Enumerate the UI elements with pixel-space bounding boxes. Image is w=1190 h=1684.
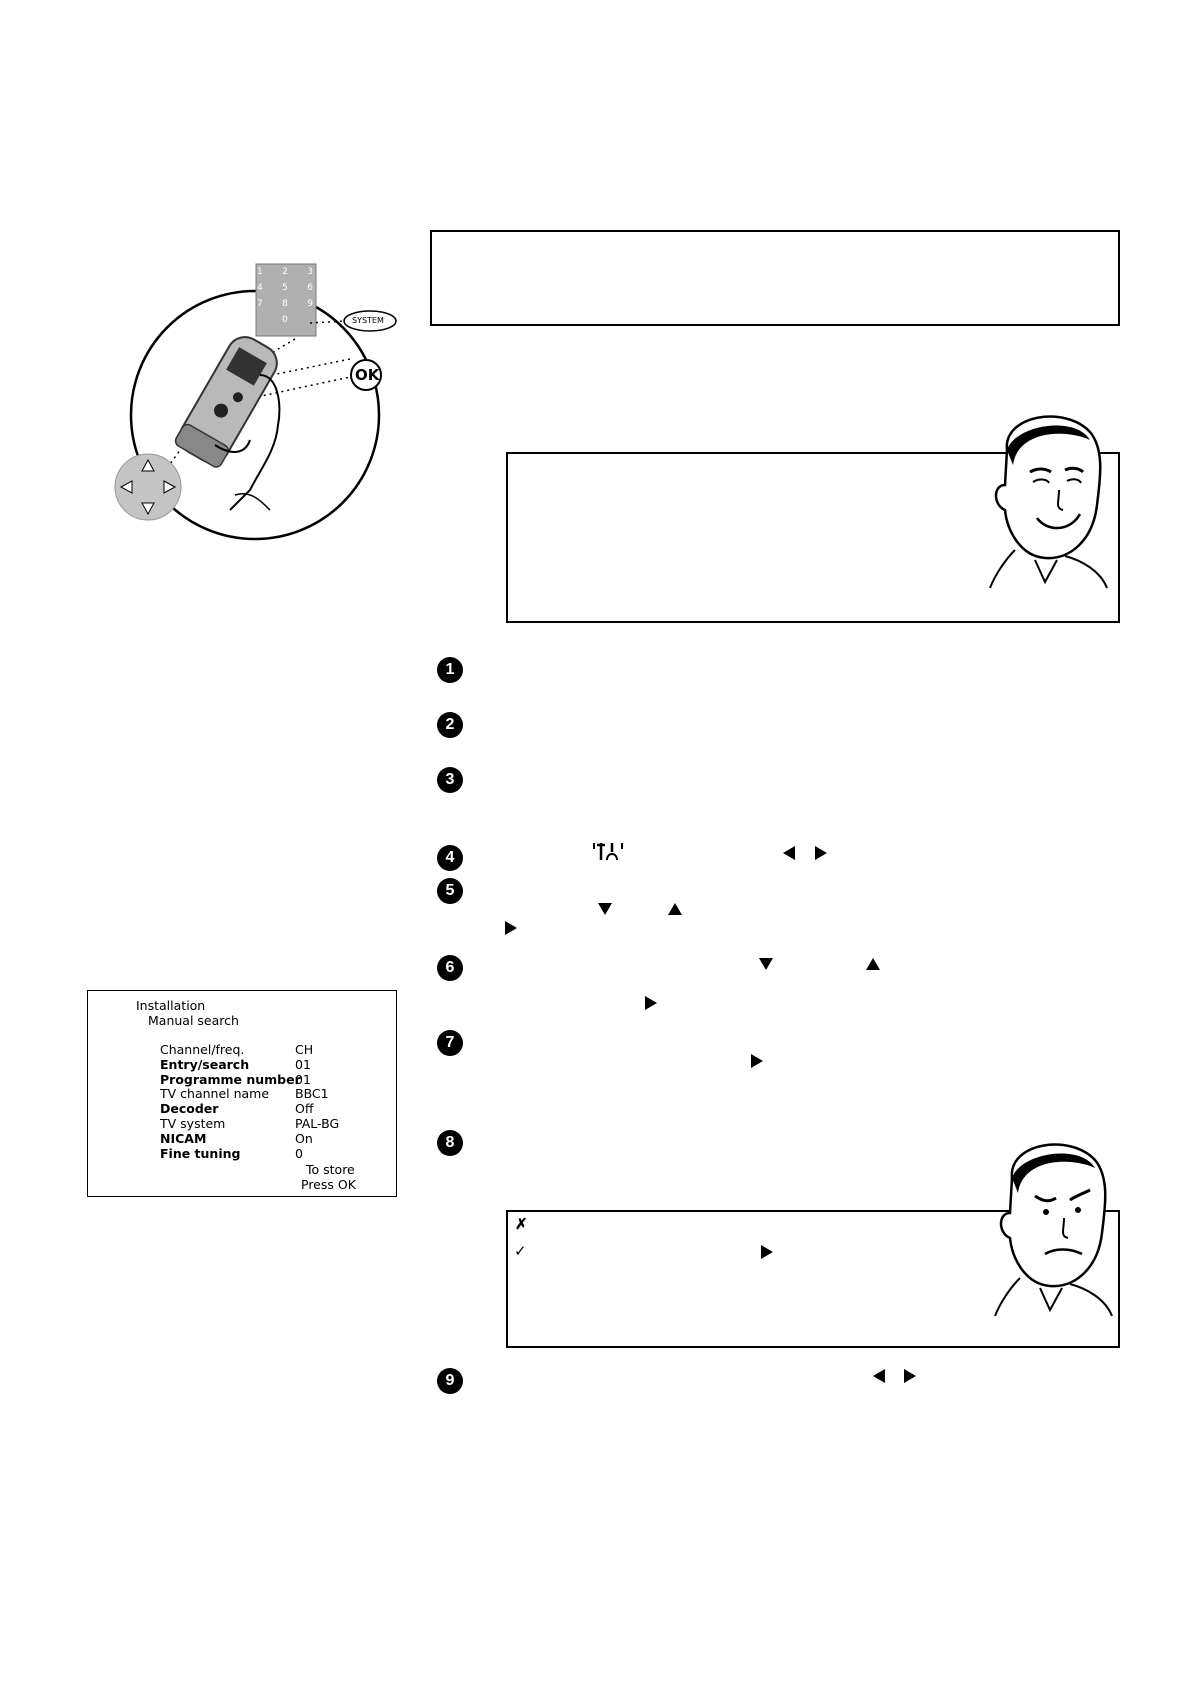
left-arrow-icon [783, 846, 795, 860]
menu-row-label: Fine tuning [160, 1145, 241, 1161]
check-mark-icon: ✓ [514, 1243, 527, 1260]
menu-row-value: On [295, 1130, 313, 1146]
smiling-face-icon [989, 415, 1108, 589]
key-4: 4 [257, 283, 263, 293]
menu-row-label: Entry/search [160, 1056, 250, 1072]
right-arrow-icon [751, 1054, 763, 1068]
menu-row-value: 01 [295, 1056, 311, 1072]
menu-row-value: PAL-BG [295, 1115, 340, 1131]
ok-callout-label: OK [355, 366, 380, 384]
down-arrow-icon [598, 903, 612, 915]
menu-row-label: TV channel name [160, 1086, 270, 1102]
menu-row: TV system PAL-BG [160, 1115, 340, 1132]
menu-row: Programme number 01 [160, 1071, 339, 1088]
menu-row: Decoder Off [160, 1101, 339, 1117]
key-7: 7 [257, 299, 263, 309]
setup-tools-icon [593, 843, 623, 861]
menu-footer-line2: Press OK [301, 1177, 356, 1192]
menu-row-label: Programme number [160, 1071, 301, 1087]
step-4-badge: 4 [437, 845, 463, 871]
step-8-badge: 8 [437, 1130, 463, 1156]
right-arrow-icon [505, 921, 517, 935]
menu-subtitle: Manual search [148, 1013, 239, 1028]
menu-row-label: TV system [160, 1115, 226, 1131]
cross-mark-icon: ✗ [515, 1216, 528, 1233]
down-arrow-icon [759, 958, 773, 970]
step-1-badge: 1 [437, 657, 463, 683]
menu-row-label: Decoder [160, 1101, 219, 1117]
key-1: 1 [257, 267, 263, 277]
step-3-badge: 3 [437, 767, 463, 793]
title-box [430, 230, 1120, 326]
menu-row-label: Channel/freq. [160, 1042, 245, 1057]
keypad: 1 2 3 4 5 6 7 8 9 0 [257, 267, 313, 325]
right-arrow-icon [904, 1369, 916, 1383]
key-0: 0 [282, 315, 288, 325]
menu-footer-line1: To store [306, 1162, 355, 1177]
step-5-badge: 5 [437, 878, 463, 904]
menu-row-value: BBC1 [295, 1086, 329, 1102]
up-arrow-icon [668, 903, 682, 915]
key-8: 8 [282, 299, 288, 309]
step-2-badge: 2 [437, 712, 463, 738]
left-arrow-icon [873, 1369, 885, 1383]
menu-row-value: 0 [295, 1145, 303, 1161]
step-7-badge: 7 [437, 1030, 463, 1056]
remote-control-illustration [114, 263, 397, 541]
menu-row-value: 01 [295, 1071, 311, 1087]
step-9-badge: 9 [437, 1368, 463, 1394]
menu-row-value: Off [295, 1101, 314, 1117]
system-callout-label: SYSTEM [352, 316, 384, 325]
up-arrow-icon [866, 958, 880, 970]
menu-row: Fine tuning 0 [160, 1145, 339, 1162]
key-3: 3 [307, 267, 313, 277]
menu-title: Installation [136, 998, 206, 1013]
right-arrow-icon [761, 1245, 773, 1259]
tv-screen-menu: Installation Manual search Channel/freq.… [87, 990, 397, 1197]
key-9: 9 [307, 299, 313, 309]
key-5: 5 [282, 283, 288, 293]
right-arrow-icon [645, 996, 657, 1010]
menu-row: Entry/search 01 [160, 1056, 339, 1073]
right-arrow-icon [815, 846, 827, 860]
menu-row: TV channel name BBC1 [160, 1087, 339, 1102]
menu-row: Channel/freq. CH [160, 1042, 339, 1058]
menu-row-label: NICAM [160, 1130, 207, 1146]
step-6-badge: 6 [437, 955, 463, 981]
worried-face-icon [994, 1143, 1113, 1317]
menu-rows: Channel/freq. CH Entry/search 01 Program… [160, 1042, 340, 1162]
key-2: 2 [282, 267, 288, 277]
menu-row-value: CH [295, 1042, 314, 1057]
menu-row: NICAM On [160, 1130, 339, 1147]
key-6: 6 [307, 283, 313, 293]
